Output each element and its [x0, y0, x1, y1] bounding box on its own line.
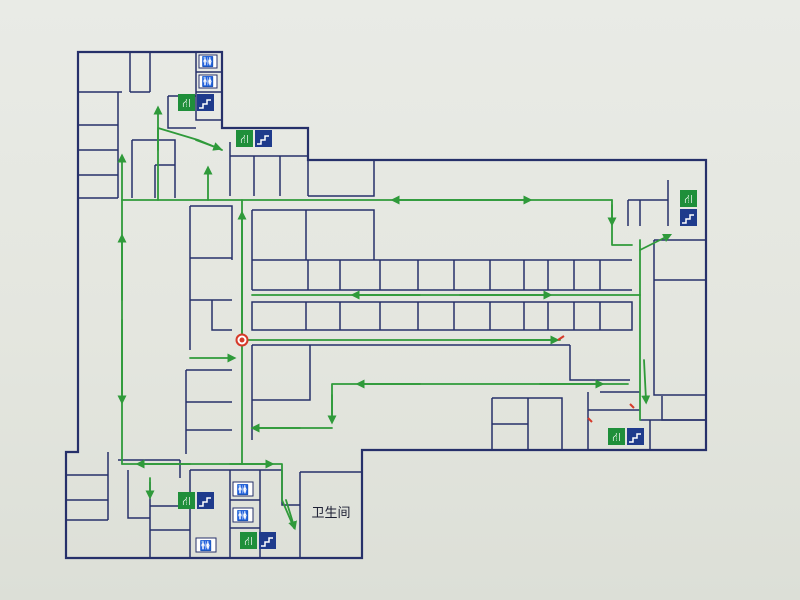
- restroom-icons-top: 🚻 🚻: [198, 54, 218, 89]
- exit-sign-right: ⛙: [680, 190, 697, 226]
- svg-text:⛙: ⛙: [182, 96, 190, 110]
- stairs-icon: [680, 209, 697, 226]
- svg-text:🚻: 🚻: [237, 509, 249, 522]
- emergency-exit-icon: [178, 94, 195, 111]
- stairs-icon: [259, 532, 276, 549]
- stairs-icon: [197, 492, 214, 509]
- svg-text:🚻: 🚻: [200, 539, 212, 552]
- svg-text:⛙: ⛙: [182, 494, 190, 508]
- red-marker-1: [557, 335, 565, 341]
- restroom-icon: [232, 507, 254, 523]
- route-bottom-corridor: [121, 463, 295, 529]
- emergency-exit-icon: [178, 492, 195, 509]
- exit-sign-upper-mid: ⛙: [236, 130, 272, 147]
- you-are-here-marker: [235, 333, 249, 347]
- stairs-icon: [255, 130, 272, 147]
- emergency-exit-icon: [608, 428, 625, 445]
- stairs-icon: [197, 94, 214, 111]
- svg-text:🚻: 🚻: [237, 483, 249, 496]
- restroom-icon: [198, 74, 218, 89]
- route-upper-left-exit: [157, 127, 223, 201]
- red-marker-3: [587, 417, 593, 423]
- svg-text:⛙: ⛙: [612, 430, 620, 444]
- restroom-icon: [195, 537, 217, 553]
- evacuation-routes: [117, 105, 673, 531]
- route-restroom-arrow: [285, 499, 297, 531]
- exit-sign-bottom-mid: ⛙: [240, 532, 276, 549]
- route-right-arrow-up: [639, 233, 673, 251]
- route-top-right-down: [611, 199, 633, 246]
- route-upper-exit-arrow: [195, 139, 223, 151]
- svg-text:🚻: 🚻: [202, 75, 214, 88]
- emergency-exit-icon: [680, 190, 697, 207]
- stairs-icon: [627, 428, 644, 445]
- route-right-arrow-down: [641, 359, 651, 405]
- restroom-icon: [232, 481, 254, 497]
- svg-text:🚻: 🚻: [202, 55, 214, 68]
- emergency-exit-icon: [236, 130, 253, 147]
- building-outline: [64, 50, 708, 560]
- restroom-icons-bottom: 🚻 🚻 🚻: [195, 481, 254, 553]
- interior-walls: [66, 52, 706, 558]
- restroom-room-label: 卫生间: [311, 506, 350, 521]
- route-lower-loop: [331, 383, 629, 421]
- svg-text:⛙: ⛙: [244, 534, 252, 548]
- exit-sign-bottom-left: ⛙: [178, 492, 214, 509]
- exit-sign-lower-right: ⛙: [608, 428, 644, 445]
- restroom-icon: [198, 54, 218, 69]
- red-marker-2: [629, 403, 635, 409]
- svg-text:⛙: ⛙: [684, 192, 692, 206]
- svg-text:⛙: ⛙: [240, 132, 248, 146]
- exit-sign-top-left: ⛙: [178, 94, 214, 111]
- emergency-exit-icon: [240, 532, 257, 549]
